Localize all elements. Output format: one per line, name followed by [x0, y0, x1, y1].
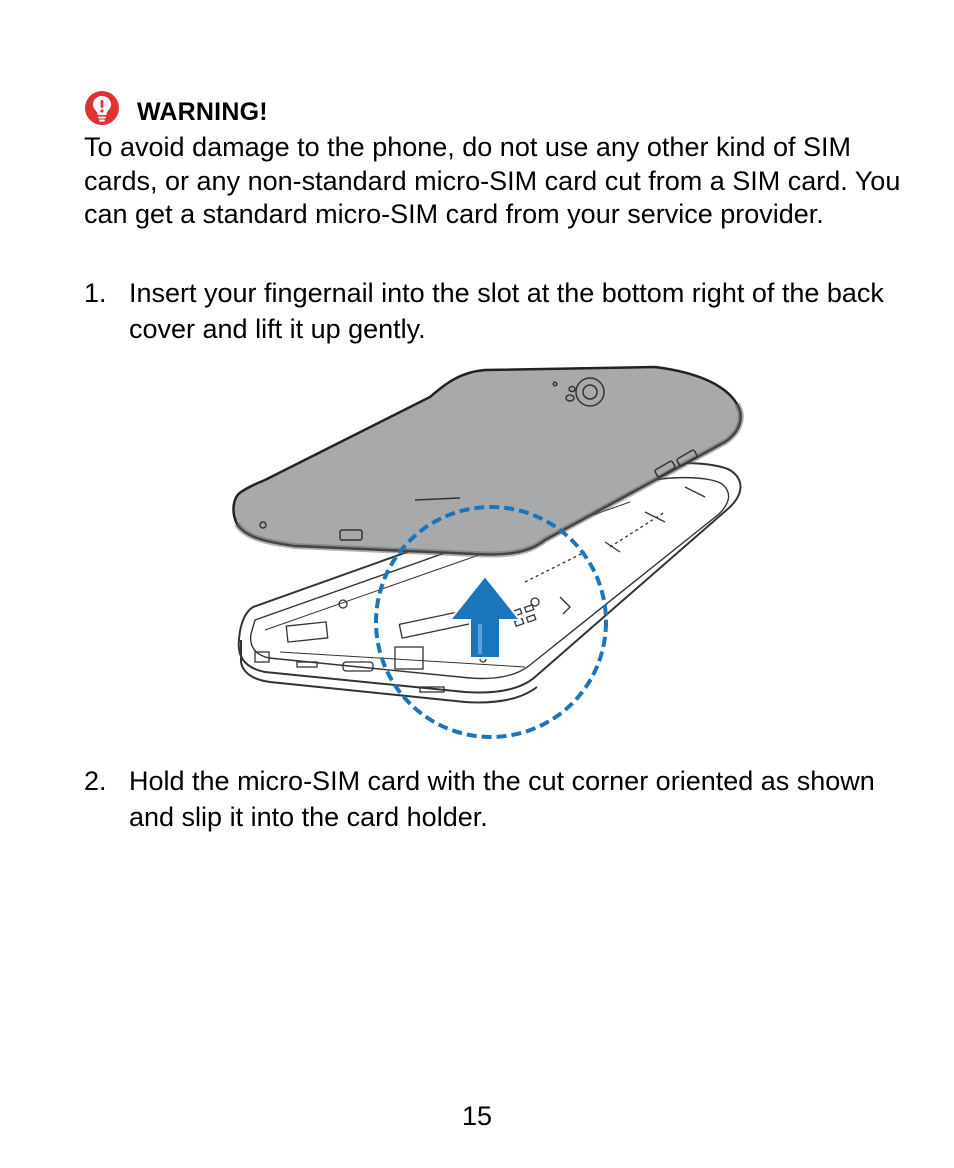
warning-icon: [85, 91, 119, 125]
back-cover: [232, 365, 744, 558]
warning-text: To avoid damage to the phone, do not use…: [84, 132, 901, 229]
step-number: 1.: [84, 278, 107, 308]
step-item: 1. Insert your fingernail into the slot …: [84, 275, 884, 347]
lift-arrow-icon: [447, 574, 523, 659]
phone-back-cover-illustration: [232, 365, 744, 739]
step-number: 2.: [84, 766, 107, 796]
page-number: 15: [461, 1101, 493, 1131]
warning-heading: WARNING!: [84, 88, 268, 128]
step-item: 2. Hold the micro-SIM card with the cut …: [84, 763, 884, 835]
warning-title: WARNING!: [137, 97, 268, 126]
highlight-circle: [374, 505, 608, 739]
step-text: Insert your fingernail into the slot at …: [129, 278, 884, 344]
step-text: Hold the micro-SIM card with the cut cor…: [129, 766, 875, 832]
